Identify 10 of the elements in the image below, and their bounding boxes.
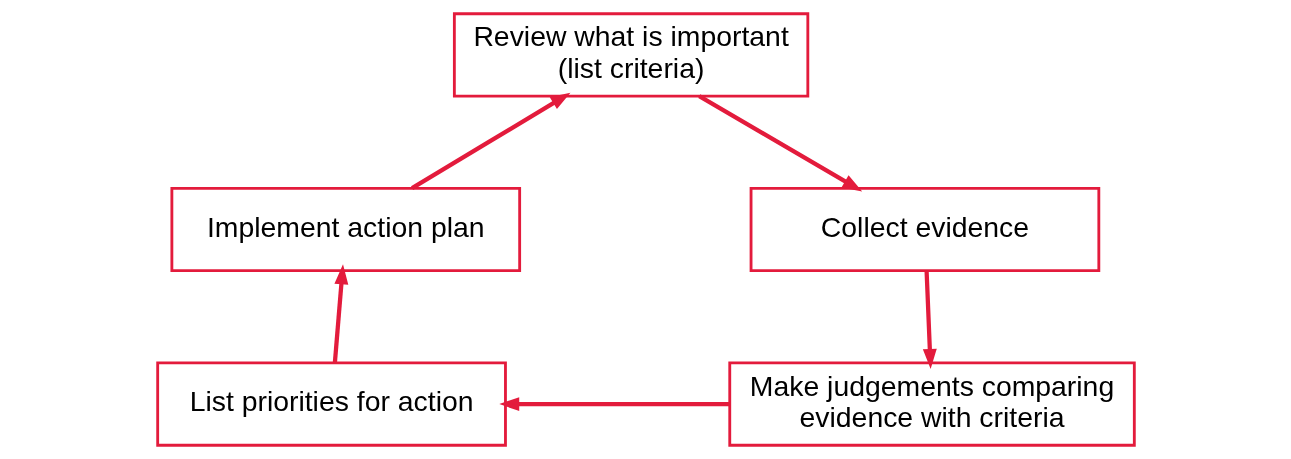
arrow [332, 264, 348, 363]
node-box: List priorities for action [155, 361, 507, 447]
node-box: Review what is important (list criteria) [452, 12, 809, 98]
arrow [498, 397, 730, 412]
node-box: Make judgements comparing evidence with criteria [727, 361, 1136, 447]
arrow [922, 270, 937, 369]
arrow [410, 92, 570, 190]
node-box: Collect evidence [749, 186, 1100, 273]
node-box: Implement action plan [169, 186, 521, 273]
arrow [697, 94, 862, 192]
